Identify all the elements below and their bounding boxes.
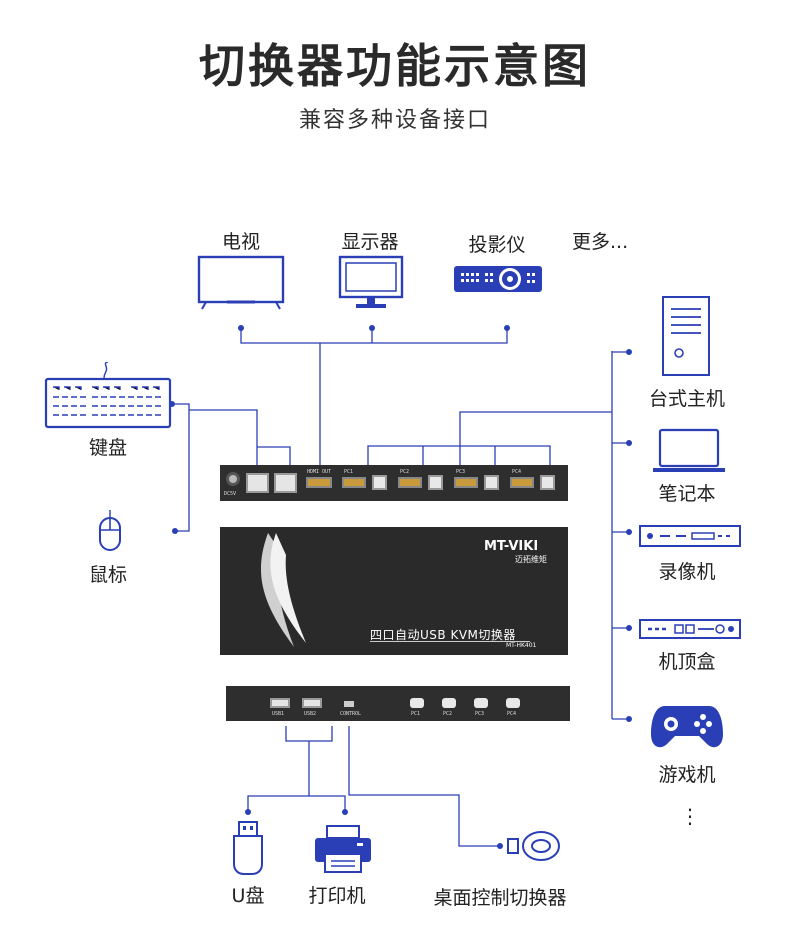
switch-rear-panel: DC5V HDMI OUT PC1 PC2 PC3 PC4 <box>220 465 568 501</box>
more-hosts-ellipsis: ⋮ <box>680 804 700 828</box>
pc3-hdmi-port <box>454 477 478 488</box>
mouse-label: 鼠标 <box>88 564 128 586</box>
monitor-icon <box>338 255 404 308</box>
control-label: CONTROL <box>340 711 362 717</box>
pc2-button[interactable] <box>442 698 456 708</box>
usb2-port <box>302 698 322 708</box>
gamepad-icon <box>651 706 723 748</box>
brand-swoosh <box>260 533 306 647</box>
pc1-hdmi-port <box>342 477 366 488</box>
pc3-button[interactable] <box>474 698 488 708</box>
pc2-hdmi-port <box>398 477 422 488</box>
pc1-button[interactable] <box>410 698 424 708</box>
pc1-front-label: PC1 <box>411 711 421 717</box>
pc2-front-label: PC2 <box>443 711 453 717</box>
recorder-label: 录像机 <box>658 561 716 583</box>
udisk-label: U盘 <box>231 885 265 907</box>
remote-switch-icon <box>507 831 560 861</box>
product-underline <box>370 641 530 642</box>
settop-label: 机顶盒 <box>658 651 716 673</box>
desktop-icon <box>662 296 710 376</box>
laptop-icon <box>653 428 725 472</box>
pc4-rear-label: PC4 <box>512 469 522 475</box>
usb-port-rear-2 <box>274 473 297 493</box>
pc2-usb-port <box>428 475 443 490</box>
gamepad-label: 游戏机 <box>658 764 716 786</box>
pc2-rear-label: PC2 <box>400 469 410 475</box>
tv-label: 电视 <box>221 231 261 253</box>
remote-label: 桌面控制切换器 <box>433 887 567 909</box>
brand-name: MT-VIKI <box>484 539 539 554</box>
pc4-usb-port <box>540 475 555 490</box>
mouse-icon <box>99 510 121 551</box>
pc4-front-label: PC4 <box>507 711 517 717</box>
pc3-usb-port <box>484 475 499 490</box>
keyboard-icon <box>44 362 172 429</box>
dc-port-label: DC5V <box>224 491 237 497</box>
projector-label: 投影仪 <box>468 234 526 256</box>
usb2-label: USB2 <box>304 711 317 717</box>
printer-icon <box>315 825 371 873</box>
settop-icon <box>639 619 741 639</box>
pc1-usb-port <box>372 475 387 490</box>
pc3-front-label: PC3 <box>475 711 485 717</box>
pc3-rear-label: PC3 <box>456 469 466 475</box>
tv-icon <box>197 255 285 310</box>
keyboard-label: 键盘 <box>88 437 128 459</box>
desktop-label: 台式主机 <box>648 388 726 410</box>
udisk-icon <box>233 821 263 875</box>
hdmi-out-port <box>306 477 332 488</box>
laptop-label: 笔记本 <box>658 483 716 505</box>
monitor-label: 显示器 <box>341 231 399 253</box>
pc1-rear-label: PC1 <box>344 469 354 475</box>
switch-front-panel: USB1 USB2 CONTROL PC1 PC2 PC3 PC4 <box>226 686 570 721</box>
brand-sub: 迈拓维矩 <box>515 555 547 564</box>
pc4-button[interactable] <box>506 698 520 708</box>
product-name: 四口自动USB KVM切换器 <box>370 628 516 642</box>
hdmi-out-label: HDMI OUT <box>307 469 332 475</box>
projector-icon <box>454 266 542 292</box>
page-subtitle: 兼容多种设备接口 <box>298 108 491 133</box>
switch-body: MT-VIKI 迈拓维矩 四口自动USB KVM切换器 MT-HK401 <box>220 527 568 655</box>
printer-label: 打印机 <box>308 885 366 907</box>
usb-port-rear-1 <box>246 473 269 493</box>
control-port <box>344 701 354 707</box>
recorder-icon <box>639 525 741 547</box>
usb1-label: USB1 <box>272 711 285 717</box>
page-title: 切换器功能示意图 <box>199 39 591 93</box>
dc-power-port <box>226 472 240 486</box>
pc4-hdmi-port <box>510 477 534 488</box>
usb1-port <box>270 698 290 708</box>
more-label: 更多... <box>572 231 629 253</box>
model-number: MT-HK401 <box>506 642 537 649</box>
